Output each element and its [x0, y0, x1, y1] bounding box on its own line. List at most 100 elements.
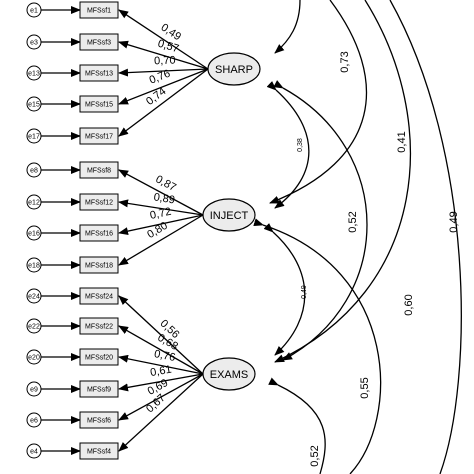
loading-path-arrow: [118, 214, 204, 266]
latent-inject-label: INJECT: [210, 210, 249, 222]
indicator-label: MFSsf8: [87, 168, 111, 175]
indicator-label: MFSsf3: [87, 40, 111, 47]
loading-label: 0,76: [153, 348, 176, 364]
loading-label: 0,74: [144, 85, 168, 107]
error-term-label: e3: [30, 40, 38, 47]
covariance-path-bottom-exams: [268, 377, 326, 474]
loading-path-arrow: [118, 68, 209, 77]
indicator-box[interactable]: [79, 287, 119, 305]
error-term-label: e22: [28, 324, 40, 331]
indicator-box[interactable]: [79, 95, 119, 113]
loading-path-arrow: [118, 214, 204, 236]
latent-exams[interactable]: EXAMS: [202, 357, 256, 391]
error-term-label: e1: [30, 8, 38, 15]
loading-path-arrow: [118, 40, 209, 70]
loading-path-arrow: [118, 68, 209, 105]
latent-sharp-label: SHARP: [215, 64, 253, 76]
indicator-row: e9 MFSsf9 0,61: [26, 364, 204, 398]
latent-inject-ellipse: [202, 198, 256, 232]
indicator-label: MFSsf12: [85, 200, 113, 207]
error-term-label: e16: [28, 231, 40, 238]
indicator-box[interactable]: [79, 411, 119, 429]
loading-path-arrow: [118, 373, 204, 392]
indicator-box[interactable]: [79, 317, 119, 335]
error-term-label: e4: [30, 449, 38, 456]
covariance-path-inject-exams: [263, 222, 306, 356]
indicator-label: MFSsf20: [85, 355, 113, 362]
loading-path-arrow: [118, 9, 209, 70]
indicator-box[interactable]: [79, 380, 119, 398]
latent-inject[interactable]: INJECT: [202, 198, 256, 232]
indicator-label: MFSsf6: [87, 418, 111, 425]
covariance-path-top-inject: [269, 0, 368, 204]
indicator-label: MFSsf24: [85, 294, 113, 301]
indicator-label: MFSsf17: [85, 134, 113, 141]
error-term-label: e20: [28, 355, 40, 362]
error-term-label: e9: [30, 387, 38, 394]
loading-path-arrow: [118, 169, 204, 216]
indicator-label: MFSsf9: [87, 387, 111, 394]
indicator-label: MFSsf22: [85, 324, 113, 331]
latent-exams-label: EXAMS: [210, 369, 249, 381]
loading-path-arrow: [118, 325, 204, 375]
covariance-paths: [253, 0, 462, 474]
loading-path-arrow: [118, 295, 204, 375]
indicator-box[interactable]: [79, 256, 119, 274]
loading-label: 0,72: [149, 206, 172, 222]
indicator-label: MFSsf16: [85, 231, 113, 238]
loading-label: 0,89: [153, 191, 176, 206]
loading-label: 0,70: [154, 54, 176, 67]
loading-path-arrow: [118, 354, 204, 375]
covariance-label: 0,60: [403, 294, 415, 315]
covariance-label: 0,55: [359, 377, 371, 398]
indicator-box[interactable]: [79, 193, 119, 211]
covariance-label: 0,49: [301, 285, 308, 299]
indicator-row: e12 MFSsf12 0,89: [26, 191, 204, 216]
loading-path-arrow: [118, 68, 209, 137]
covariance-label: 0,41: [396, 131, 408, 152]
indicator-row: e15 MFSsf15 0,76: [26, 68, 209, 113]
indicator-row: e3 MFSsf3 0,57: [26, 33, 209, 70]
indicator-label: MFSsf13: [85, 71, 113, 78]
loading-label: 0,76: [148, 68, 172, 87]
error-term-label: e8: [30, 168, 38, 175]
indicator-box[interactable]: [79, 127, 119, 145]
covariance-label: 0,73: [339, 51, 351, 72]
indicator-box[interactable]: [79, 1, 119, 19]
indicator-label: MFSsf4: [87, 449, 111, 456]
indicator-row: e20 MFSsf20 0,76: [26, 348, 204, 375]
covariance-labels: 0,38 0,49 0,52 0,73 0,41 0,60 0,49 0,55 …: [297, 51, 460, 466]
indicator-box[interactable]: [79, 33, 119, 51]
indicator-label: MFSsf18: [85, 263, 113, 270]
latent-factors: SHARP INJECT EXAMS: [202, 52, 261, 391]
indicator-box[interactable]: [79, 161, 119, 179]
error-term-label: e18: [28, 263, 40, 270]
indicator-label: MFSsf1: [87, 8, 111, 15]
indicator-box[interactable]: [79, 348, 119, 366]
indicator-box[interactable]: [79, 64, 119, 82]
indicator-box[interactable]: [79, 224, 119, 242]
loading-path-arrow: [118, 373, 204, 421]
covariance-label: 0,49: [448, 211, 460, 232]
indicator-box[interactable]: [79, 442, 119, 460]
loading-path-arrow: [118, 199, 204, 216]
covariance-label: 0,52: [309, 445, 321, 466]
loading-label: 0,61: [149, 364, 172, 380]
loading-path-arrow: [118, 373, 204, 452]
covariance-label: 0,38: [297, 138, 304, 152]
latent-sharp[interactable]: SHARP: [207, 52, 261, 86]
error-term-label: e12: [28, 200, 40, 207]
latent-sharp-ellipse: [207, 52, 261, 86]
latent-exams-ellipse: [202, 357, 256, 391]
error-term-label: e13: [28, 71, 40, 78]
error-term-label: e15: [28, 102, 40, 109]
error-term-label: e24: [28, 294, 40, 301]
covariance-path-bottom-inject: [253, 218, 382, 474]
covariance-path-sharp-exams: [273, 80, 368, 361]
loading-label: 0,57: [156, 38, 180, 56]
indicator-row: e13 MFSsf13 0,70: [26, 54, 209, 82]
indicator-label: MFSsf15: [85, 102, 113, 109]
